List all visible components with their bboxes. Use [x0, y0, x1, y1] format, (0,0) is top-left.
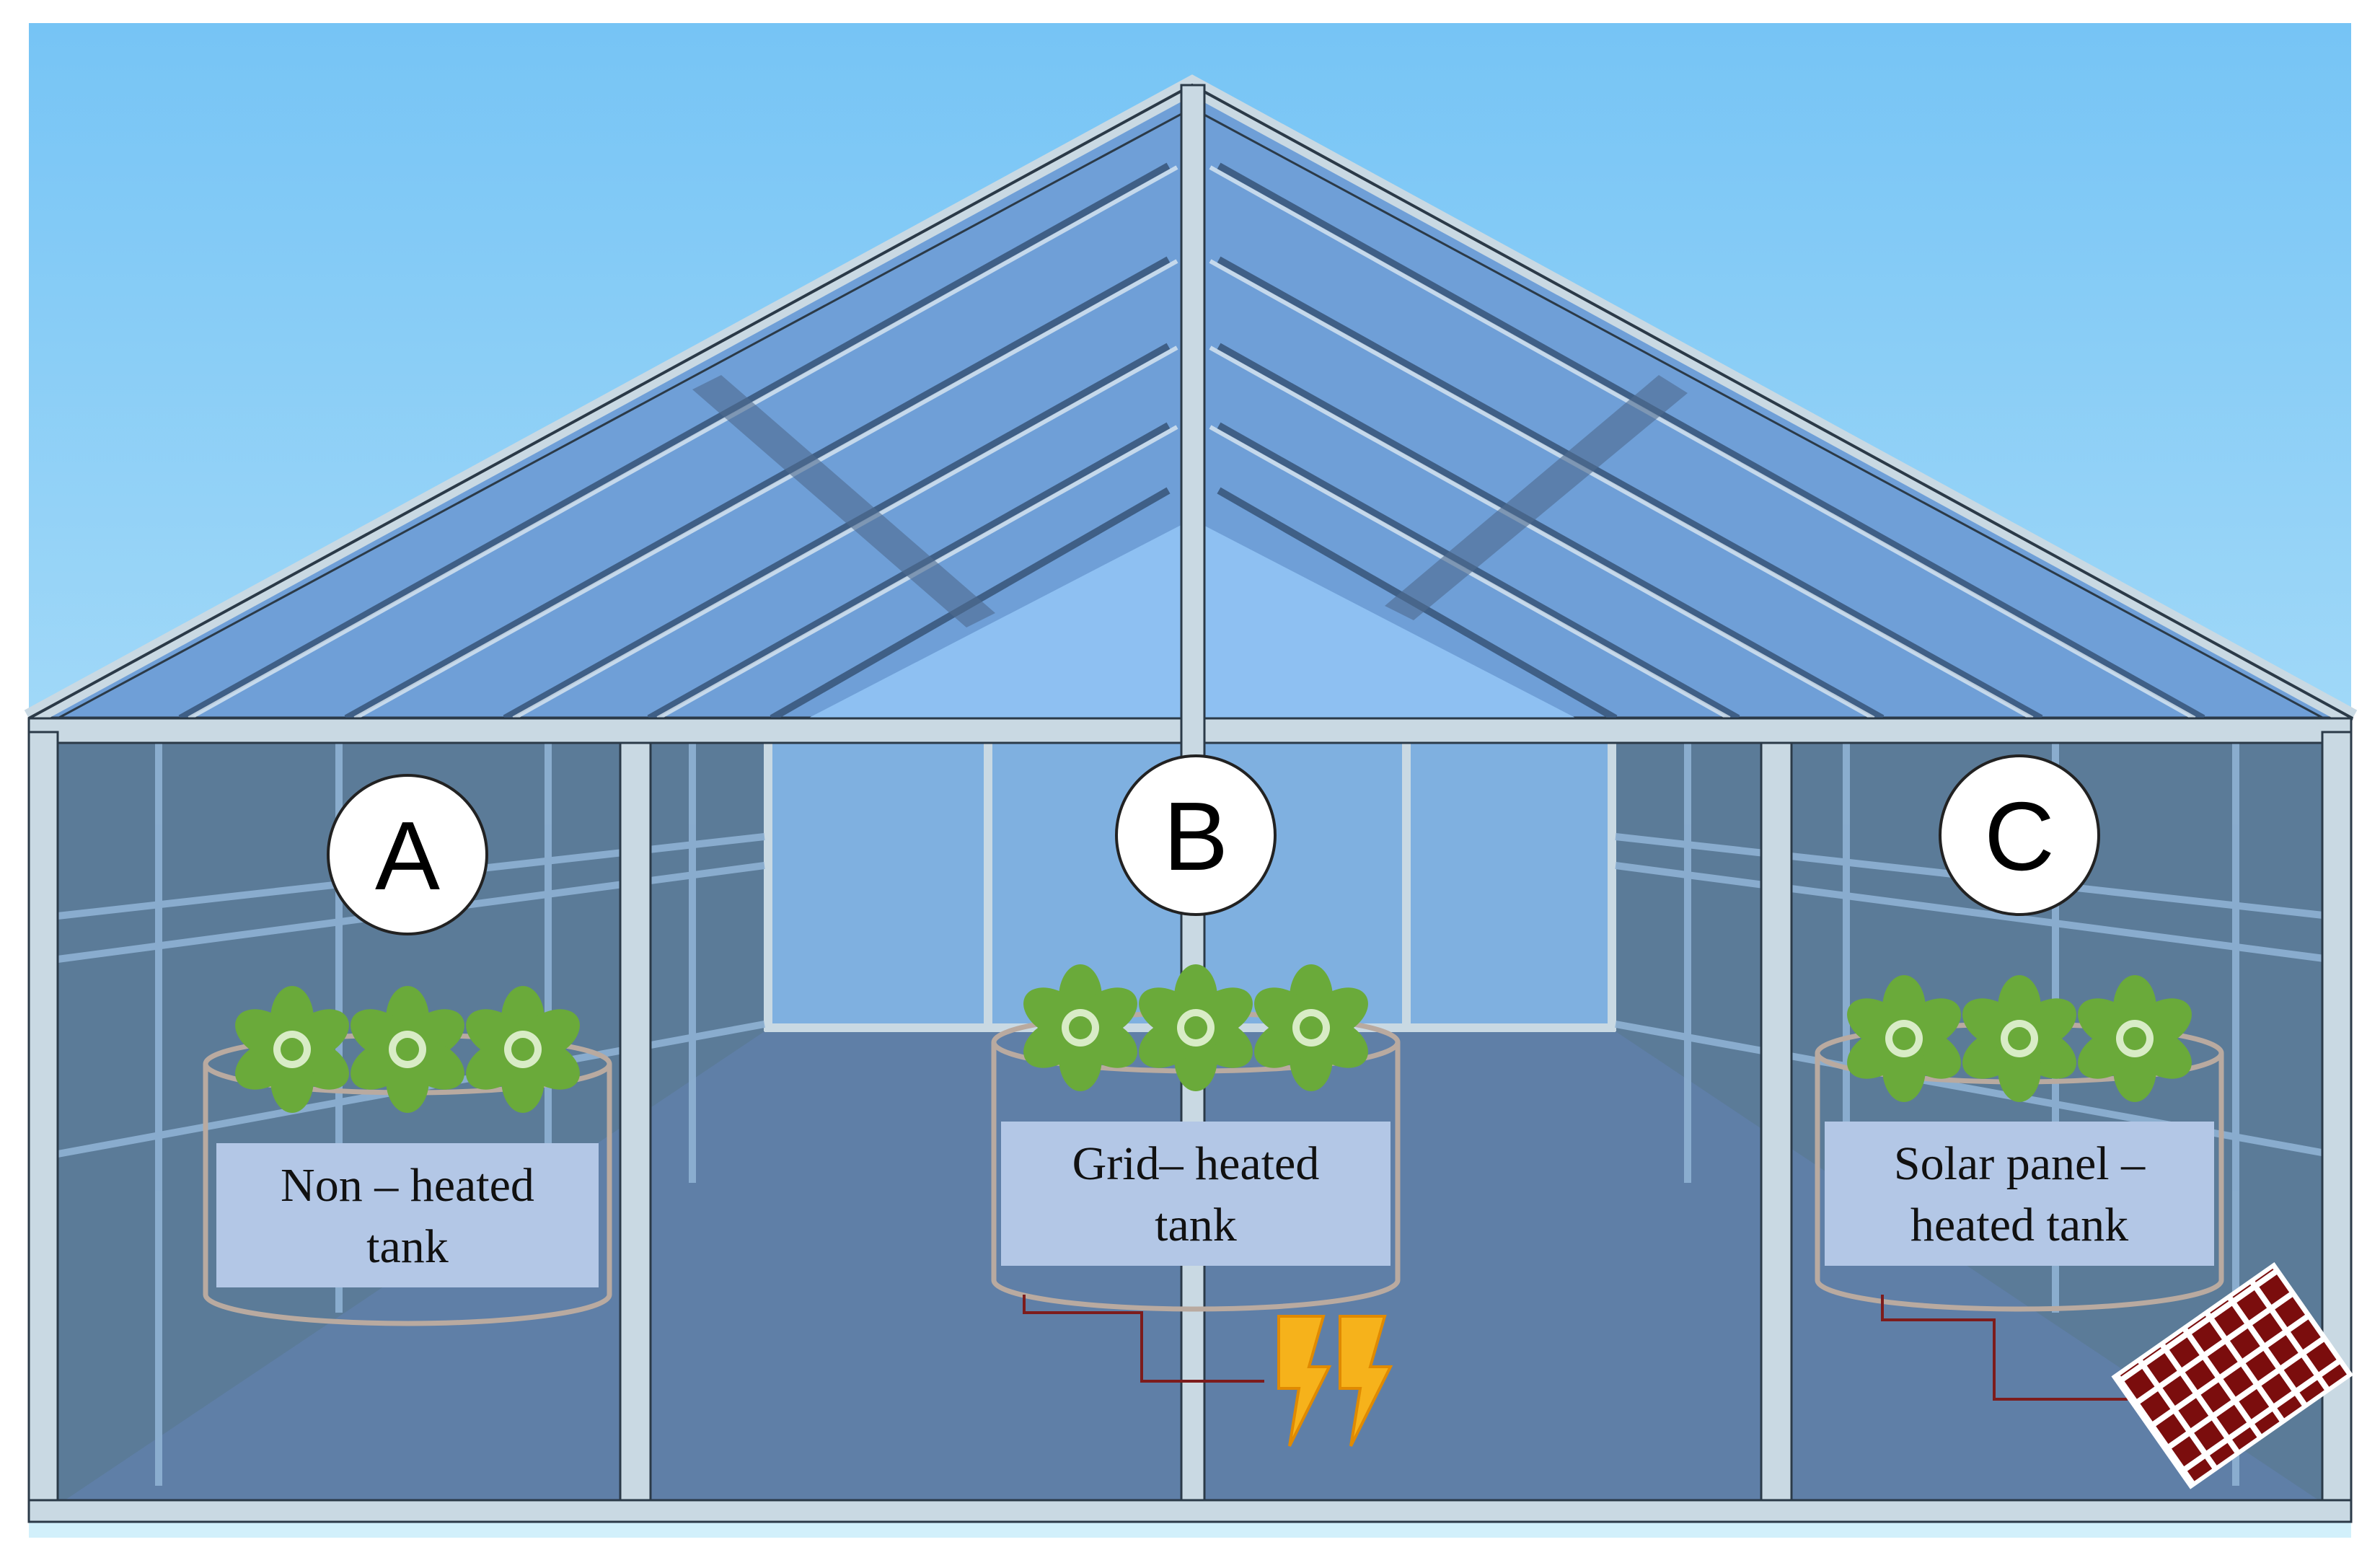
lightning-bolt-icon: [1277, 1315, 1332, 1447]
section-c: Solar panel – heated tank C: [1815, 754, 2354, 1489]
lightning-bolt-icon: [1339, 1315, 1393, 1447]
tank-label-box: [216, 1143, 599, 1287]
tank-label-line: tank: [1155, 1199, 1237, 1251]
section-letter-circle: [1115, 754, 1277, 916]
tank-label-line: Non – heated: [281, 1159, 534, 1212]
section-letter-circle: [327, 774, 488, 935]
section-letter: C: [1984, 782, 2055, 891]
section-letter: A: [375, 801, 440, 910]
section-letter: B: [1163, 782, 1228, 891]
tank-label-line: tank: [366, 1220, 449, 1273]
tank-label-line: Grid– heated: [1072, 1137, 1320, 1190]
plant-icon: [1139, 964, 1253, 1091]
tank-label-box: [1825, 1122, 2214, 1266]
power-wire: [1023, 1295, 1264, 1383]
tank-label-box: [1001, 1122, 1390, 1266]
section-letter-circle: [1939, 754, 2100, 916]
section-b: Grid– heated tank B: [991, 754, 1401, 1447]
plant-icon: [1962, 975, 2076, 1102]
tank-body: [991, 1042, 1401, 1312]
tank-body: [1815, 1053, 2224, 1312]
plant-icon: [466, 986, 580, 1113]
tank-label-line: heated tank: [1910, 1199, 2128, 1251]
tank-body: [203, 1064, 612, 1326]
sections: Non – heated tank A Grid– heated tank B Solar …: [203, 754, 2354, 1489]
plant-icon: [235, 986, 349, 1113]
power-wire: [1881, 1295, 2128, 1401]
section-a: Non – heated tank A: [203, 774, 612, 1326]
solar-panel-icon: [2111, 1262, 2354, 1489]
plant-icon: [1254, 964, 1368, 1091]
tank-label-line: Solar panel –: [1894, 1137, 2146, 1190]
plant-icon: [1023, 964, 1137, 1091]
plant-icon: [2078, 975, 2192, 1102]
plant-icon: [1847, 975, 1961, 1102]
plant-icon: [351, 986, 464, 1113]
